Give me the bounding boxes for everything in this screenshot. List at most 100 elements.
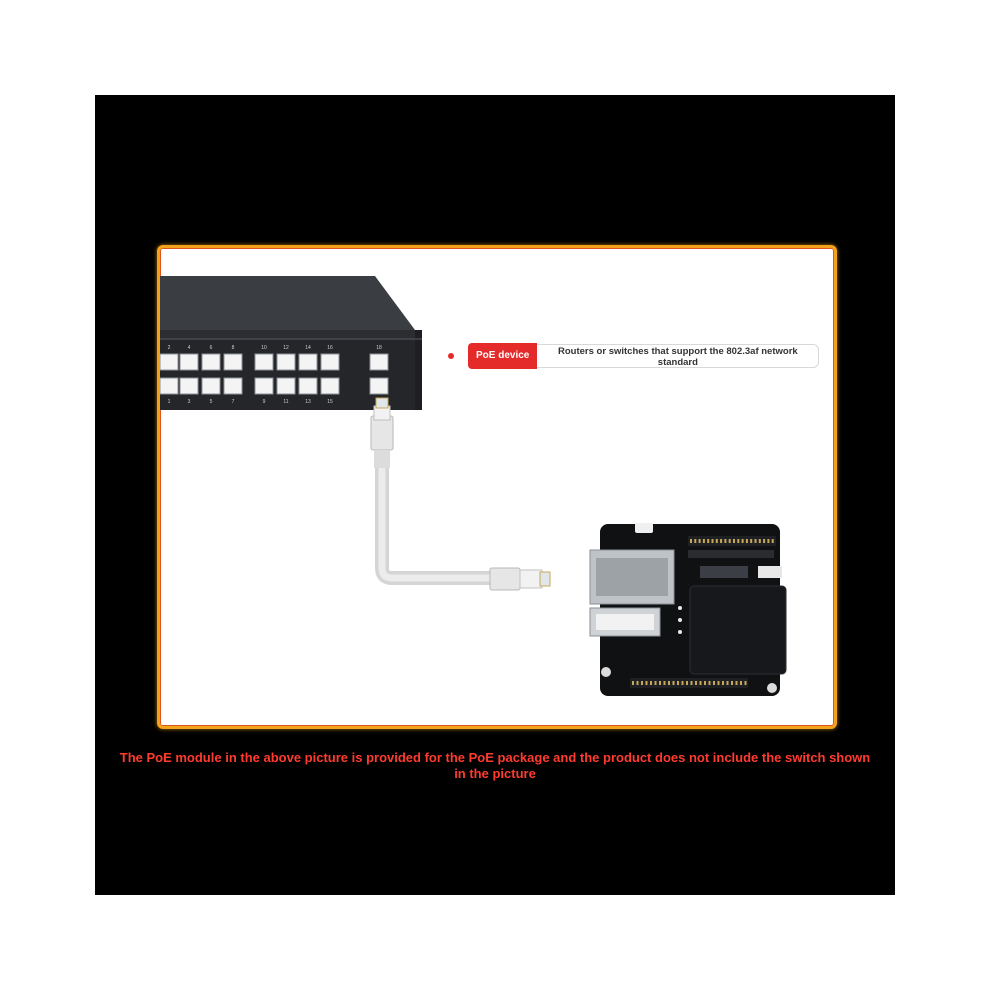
header-pin bbox=[717, 681, 720, 685]
callout-pointer-dot bbox=[448, 353, 454, 359]
header-pin bbox=[704, 681, 706, 685]
gpio-header-bottom bbox=[630, 678, 748, 688]
switch-port bbox=[369, 377, 389, 395]
header-pin bbox=[698, 539, 701, 543]
poe-device-callout: PoE device Routers or switches that supp… bbox=[448, 343, 820, 369]
callout-tag: PoE device bbox=[468, 343, 538, 369]
header-pin bbox=[741, 539, 744, 543]
switch-port bbox=[160, 353, 179, 371]
header-pin bbox=[726, 681, 729, 685]
poe-submodule bbox=[689, 585, 787, 675]
header-pin bbox=[668, 681, 670, 685]
ethernet-cable bbox=[370, 397, 551, 591]
header-pin bbox=[713, 681, 715, 685]
header-pin bbox=[699, 681, 702, 685]
header-pin bbox=[672, 681, 675, 685]
header-pin bbox=[728, 539, 731, 543]
port-number-label: 14 bbox=[305, 345, 311, 351]
switch-port bbox=[369, 353, 389, 371]
port-number-label: 9 bbox=[263, 399, 266, 405]
switch-port bbox=[276, 377, 296, 395]
switch-port bbox=[298, 377, 318, 395]
switch-port bbox=[201, 353, 221, 371]
port-number-label: 6 bbox=[210, 345, 213, 351]
header-pin bbox=[733, 539, 735, 543]
header-pin bbox=[654, 681, 657, 685]
header-pin bbox=[771, 539, 774, 543]
gpio-header-top bbox=[688, 536, 776, 546]
switch-port bbox=[276, 353, 296, 371]
port-number-label: 16 bbox=[327, 345, 333, 351]
header-pin bbox=[663, 681, 666, 685]
header-pin bbox=[735, 681, 738, 685]
header-pin bbox=[767, 539, 770, 543]
header-pin bbox=[690, 681, 693, 685]
port-number-label: 18 bbox=[376, 345, 382, 351]
header-pin bbox=[763, 539, 766, 543]
header-pin bbox=[650, 681, 652, 685]
header-pin bbox=[694, 539, 697, 543]
header-pin bbox=[690, 539, 692, 543]
header-pin bbox=[754, 539, 757, 543]
disclaimer-note: The PoE module in the above picture is p… bbox=[119, 750, 871, 781]
header-pin bbox=[758, 539, 761, 543]
port-number-label: 2 bbox=[168, 345, 171, 351]
port-number-label: 11 bbox=[283, 399, 288, 405]
switch-top-surface bbox=[160, 276, 415, 330]
port-labels-top: 2 4 6 8 10 12 14 16 18 bbox=[168, 345, 382, 351]
header-pin bbox=[720, 539, 723, 543]
header-pin bbox=[632, 681, 634, 685]
header-pin bbox=[737, 539, 740, 543]
switch-port bbox=[201, 377, 221, 395]
poe-module-board bbox=[589, 523, 787, 696]
header-pin bbox=[659, 681, 661, 685]
header-pin bbox=[715, 539, 718, 543]
rj45-plug-top bbox=[370, 415, 394, 451]
header-pin bbox=[677, 681, 679, 685]
header-pin bbox=[641, 681, 643, 685]
port-number-label: 10 bbox=[261, 345, 267, 351]
header-pin bbox=[722, 681, 724, 685]
header-pin bbox=[686, 681, 688, 685]
header-pin bbox=[681, 681, 684, 685]
switch-port bbox=[179, 353, 199, 371]
port-number-label: 12 bbox=[283, 345, 289, 351]
port-number-label: 4 bbox=[188, 345, 191, 351]
port-number-label: 3 bbox=[188, 399, 191, 405]
port-number-label: 5 bbox=[210, 399, 213, 405]
port-number-label: 1 bbox=[168, 399, 171, 405]
header-pin bbox=[750, 539, 753, 543]
header-pin bbox=[744, 681, 747, 685]
header-pin bbox=[636, 681, 639, 685]
header-pin bbox=[731, 681, 733, 685]
rj45-plug-side bbox=[489, 567, 521, 591]
switch-port bbox=[223, 377, 243, 395]
header-pin bbox=[695, 681, 697, 685]
header-pin bbox=[711, 539, 714, 543]
switch-port bbox=[254, 353, 274, 371]
switch-port bbox=[179, 377, 199, 395]
switch-port bbox=[160, 377, 179, 395]
switch-port bbox=[320, 353, 340, 371]
switch-port bbox=[254, 377, 274, 395]
header-pin bbox=[708, 681, 711, 685]
header-pin bbox=[740, 681, 742, 685]
header-pin bbox=[707, 539, 710, 543]
port-number-label: 13 bbox=[305, 399, 311, 405]
switch-port bbox=[320, 377, 340, 395]
port-number-label: 15 bbox=[327, 399, 333, 405]
header-pin bbox=[724, 539, 727, 543]
switch-ports bbox=[160, 353, 389, 395]
header-pin bbox=[745, 539, 748, 543]
callout-description: Routers or switches that support the 802… bbox=[537, 344, 820, 368]
port-number-label: 7 bbox=[232, 399, 235, 405]
header-pin bbox=[645, 681, 648, 685]
header-pin bbox=[702, 539, 705, 543]
port-number-label: 8 bbox=[232, 345, 235, 351]
switch-port bbox=[298, 353, 318, 371]
switch-port bbox=[223, 353, 243, 371]
